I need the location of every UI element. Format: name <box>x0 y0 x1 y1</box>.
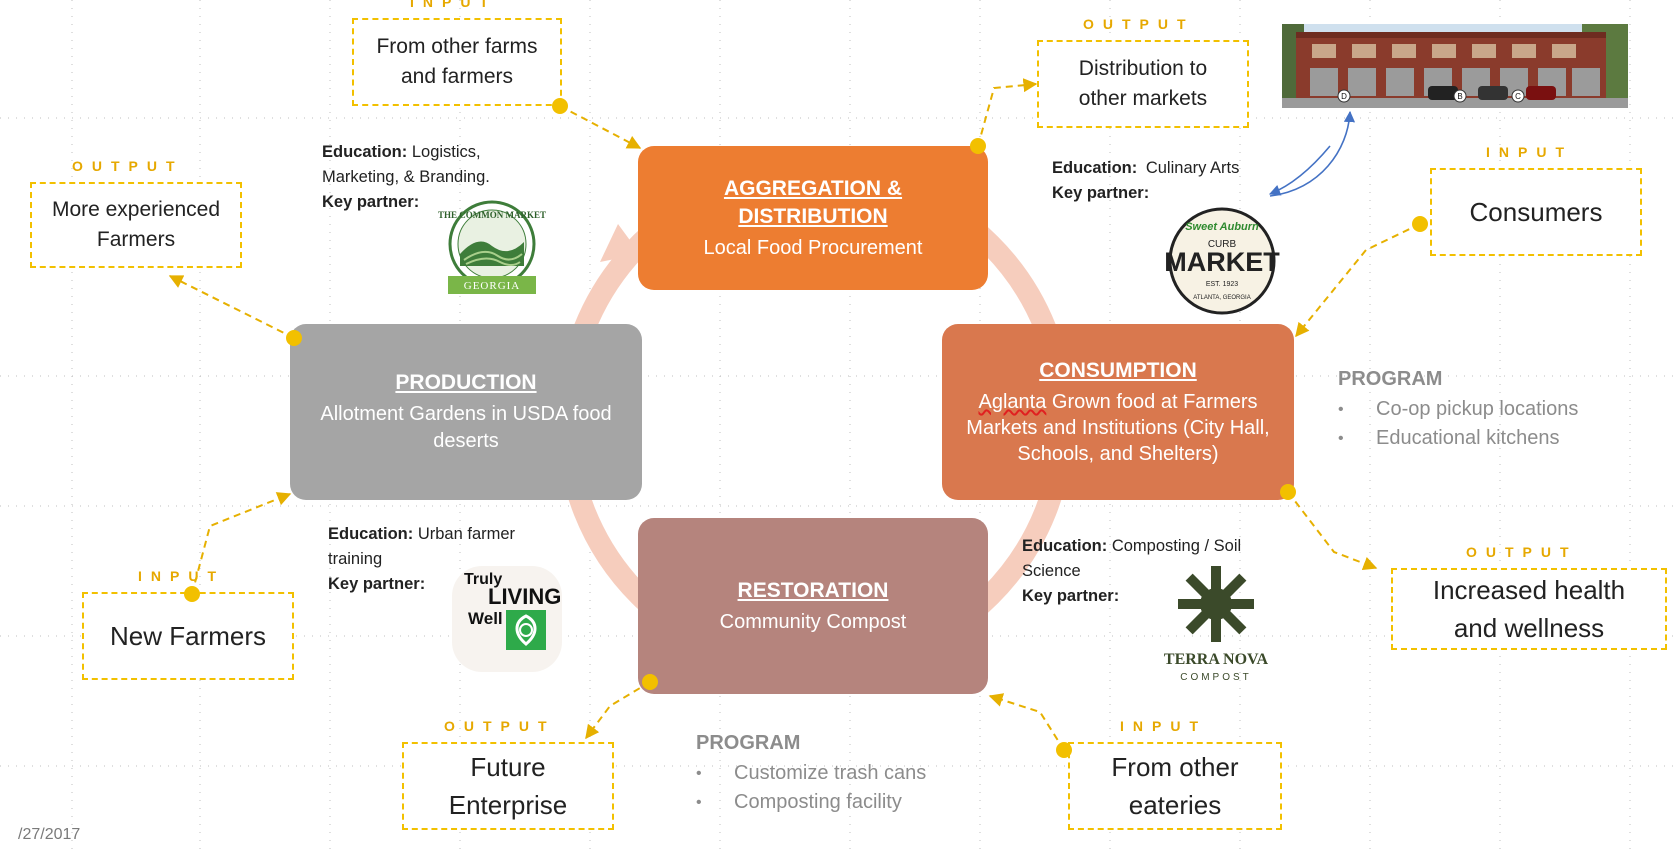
edu-consumption-text: Culinary Arts <box>1145 159 1240 177</box>
program-item: Co-op pickup locations <box>1338 395 1578 424</box>
box-experienced-text: More experienced Farmers <box>51 198 221 251</box>
key-partner-label: Key partner: <box>1052 184 1150 202</box>
key-partner-label: Key partner: <box>328 575 426 593</box>
box-new-farmers-text: New Farmers <box>109 620 266 651</box>
footer-date: /27/2017 <box>18 826 81 843</box>
curb-market-bottom-text: ATLANTA, GEORGIA <box>1193 295 1250 301</box>
common-market-bottom-text: GEORGIA <box>464 280 521 292</box>
program-item: Educational kitchens <box>1338 424 1578 453</box>
stage-restoration-title: RESTORATION <box>737 578 889 602</box>
curb-market-top-text: Sweet Auburn <box>1185 221 1259 233</box>
stage-consumption-subtitle-rest: Grown food at Farmers Markets and Instit… <box>966 391 1270 465</box>
box-new-farmers: New Farmers <box>82 592 294 680</box>
program-label: PROGRAM <box>696 732 801 754</box>
tlw-line3: Well <box>468 609 503 628</box>
box-enterprise-text: Future Enterprise <box>448 752 568 820</box>
edu-restoration: Education: Composting / Soil Science Key… <box>1022 534 1262 609</box>
program-restoration: PROGRAM Customize trash cans Composting … <box>696 732 926 817</box>
curb-market-est: EST. 1923 <box>1206 281 1238 288</box>
tag-from-farms: INPUT <box>410 0 497 10</box>
tlw-line2: LIVING <box>488 584 561 609</box>
tag-consumers: INPUT <box>1486 144 1573 160</box>
tag-distribution: OUTPUT <box>1083 16 1195 32</box>
stage-restoration: RESTORATION Community Compost <box>638 518 988 694</box>
common-market-top-text: THE COMMON MARKET <box>438 210 546 220</box>
stage-production-subtitle: Allotment Gardens in USDA food deserts <box>320 403 612 452</box>
box-from-farms-text: From other farms and farmers <box>376 35 538 88</box>
key-partner-label: Key partner: <box>322 193 420 211</box>
box-health: Increased health and wellness <box>1391 568 1667 650</box>
box-experienced: More experienced Farmers <box>30 182 242 268</box>
tag-new-farmers: INPUT <box>138 568 225 584</box>
stage-production: PRODUCTION Allotment Gardens in USDA foo… <box>290 324 642 500</box>
stage-consumption: CONSUMPTION Aglanta Grown food at Farmer… <box>942 324 1294 500</box>
program-consumption: PROGRAM Co-op pickup locations Education… <box>1338 368 1578 453</box>
program-label: PROGRAM <box>1338 368 1443 390</box>
photo-marker-c: C <box>1515 92 1521 101</box>
edu-restoration-text: Composting / Soil Science <box>1022 537 1242 580</box>
box-eateries: From other eateries <box>1068 742 1282 830</box>
curb-market-line1: CURB <box>1208 239 1237 250</box>
tag-enterprise: OUTPUT <box>444 718 556 734</box>
terra-nova-logo: TERRA NOVA COMPOST <box>1164 566 1269 683</box>
box-health-text: Increased health and wellness <box>1432 575 1626 643</box>
aglanta-word: Aglanta <box>978 391 1047 413</box>
curb-market-line2: MARKET <box>1164 247 1280 277</box>
edu-label: Education: <box>1022 537 1108 555</box>
program-restoration-list: Customize trash cans Composting facility <box>696 759 926 817</box>
photo-marker-d: D <box>1341 92 1347 101</box>
stage-production-title: PRODUCTION <box>395 371 537 394</box>
box-consumers: Consumers <box>1430 168 1642 256</box>
truly-living-well-logo: Truly LIVING Well <box>452 566 562 672</box>
box-enterprise: Future Enterprise <box>402 742 614 830</box>
program-item: Composting facility <box>696 788 926 817</box>
stage-aggregation: AGGREGATION & DISTRIBUTION Local Food Pr… <box>638 146 988 290</box>
edu-aggregation: Education: Logistics, Marketing, & Brand… <box>322 140 552 215</box>
edu-label: Education: <box>328 525 414 543</box>
tag-experienced: OUTPUT <box>72 158 184 174</box>
stage-aggregation-title: AGGREGATION & DISTRIBUTION <box>723 176 903 228</box>
edu-label: Education: <box>1052 159 1138 177</box>
cycle-arrowhead <box>600 224 640 262</box>
stage-consumption-subtitle: Aglanta Grown food at Farmers Markets an… <box>958 389 1278 467</box>
key-partner-label: Key partner: <box>1022 587 1120 605</box>
edu-label: Education: <box>322 143 408 161</box>
building-photo: D B C <box>1282 24 1628 108</box>
edu-production-text: Urban farmer training <box>328 525 516 568</box>
box-from-farms: From other farms and farmers <box>352 18 562 106</box>
box-consumers-text: Consumers <box>1469 196 1603 227</box>
edu-consumption: Education: Culinary Arts Key partner: <box>1052 156 1312 206</box>
terra-nova-line2: COMPOST <box>1180 672 1252 683</box>
stage-aggregation-subtitle: Local Food Procurement <box>703 236 923 259</box>
box-eateries-text: From other eateries <box>1111 752 1239 820</box>
edu-production: Education: Urban farmer training Key par… <box>328 522 568 597</box>
tlw-line1: Truly <box>464 571 502 588</box>
edu-aggregation-text: Logistics, Marketing, & Branding. <box>322 143 490 186</box>
common-market-logo: THE COMMON MARKET GEORGIA <box>438 200 546 294</box>
tag-eateries: INPUT <box>1120 718 1207 734</box>
stage-restoration-subtitle: Community Compost <box>719 610 907 633</box>
box-distribution-text: Distribution to other markets <box>1078 57 1208 110</box>
tag-health: OUTPUT <box>1466 544 1578 560</box>
photo-marker-b: B <box>1457 92 1462 101</box>
program-item: Customize trash cans <box>696 759 926 788</box>
program-consumption-list: Co-op pickup locations Educational kitch… <box>1338 395 1578 453</box>
box-distribution: Distribution to other markets <box>1037 40 1249 128</box>
terra-nova-line1: TERRA NOVA <box>1164 651 1269 668</box>
curb-market-logo: Sweet Auburn CURB MARKET EST. 1923 ATLAN… <box>1164 207 1280 315</box>
stage-consumption-title: CONSUMPTION <box>1039 359 1197 382</box>
